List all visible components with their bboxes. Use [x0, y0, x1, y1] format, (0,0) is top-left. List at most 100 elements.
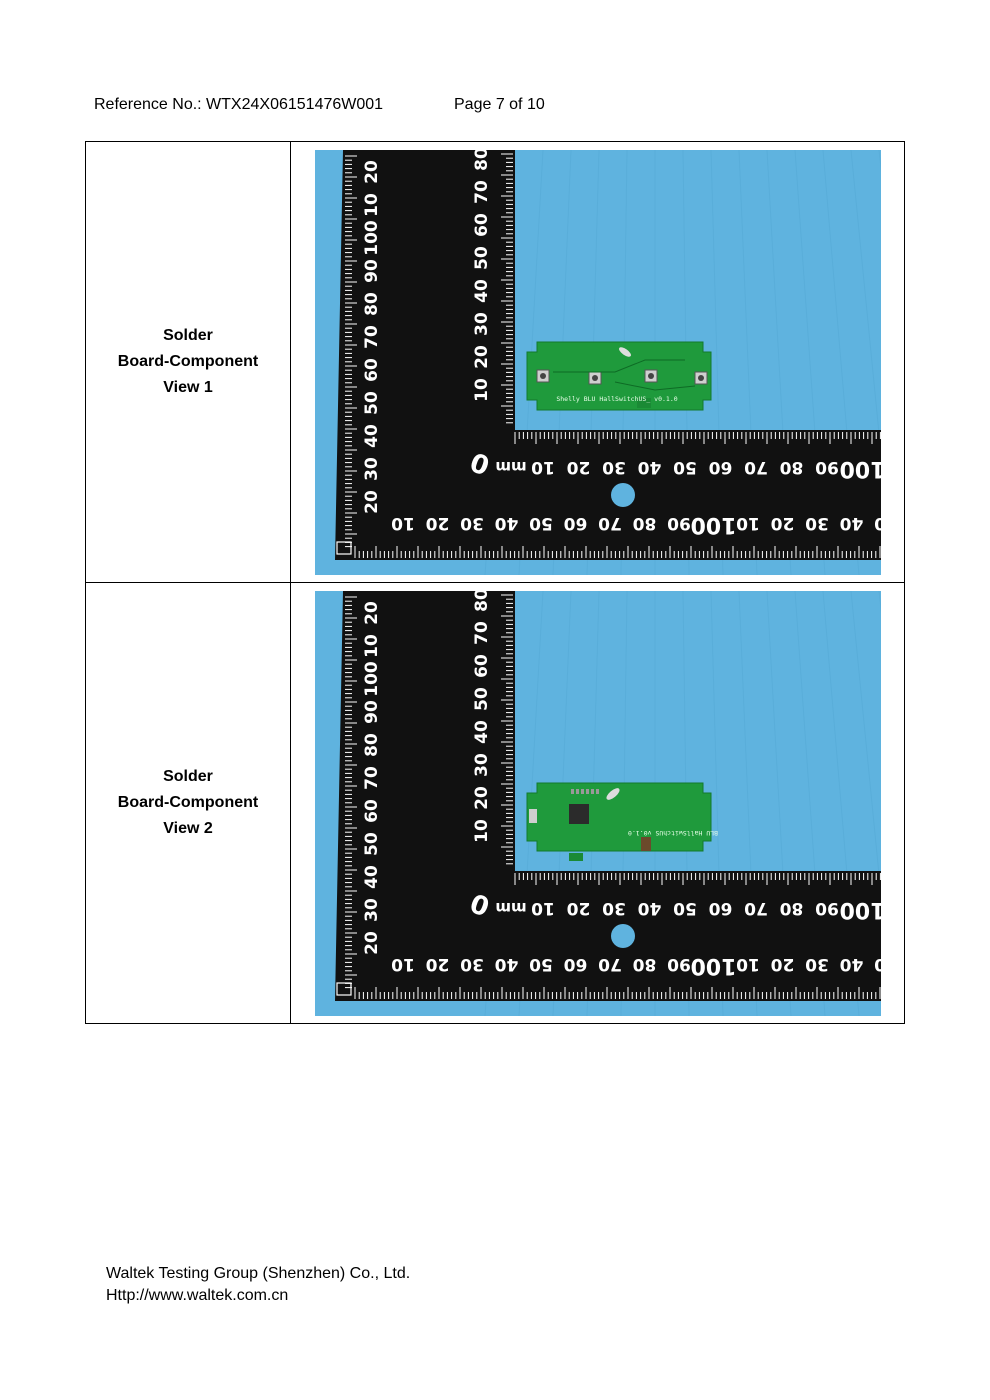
cloth-texture-line: [850, 149, 881, 459]
ruler-number: 10: [362, 634, 382, 658]
ruler-number: 30: [362, 457, 382, 481]
ruler-number: 100: [839, 456, 880, 481]
pcb-connector: [528, 808, 537, 823]
crystal-component: [618, 346, 631, 357]
photo-label-line: Solder: [163, 768, 213, 785]
ruler-number: 80: [472, 150, 492, 171]
ruler-number: 60: [472, 654, 492, 678]
ruler-corner-mark: [335, 540, 352, 555]
ruler-number: 100: [362, 661, 382, 697]
ruler-number: 60: [708, 898, 732, 918]
ruler-hole: [610, 923, 635, 948]
photo-label-line: View 1: [163, 379, 213, 396]
ruler-number: 60: [708, 457, 732, 477]
ruler-number: 40: [362, 424, 382, 448]
ruler-body: [334, 149, 881, 560]
ruler-corner-mark: [335, 981, 352, 996]
photo-table: Solder Board-Component View 1 20 30 40 50 60…: [85, 141, 905, 1024]
pcb-antenna-pad: [568, 852, 583, 861]
ruler-number: 20: [770, 513, 794, 533]
ruler-number: 80: [779, 457, 803, 477]
ruler-number: 70: [472, 180, 492, 204]
ruler-number: 70: [744, 457, 768, 477]
ruler-number: 80: [362, 733, 382, 757]
switch-button: [647, 372, 654, 379]
ruler-number: 40: [494, 513, 518, 533]
ruler-body: [334, 590, 881, 1001]
ruler-number: 30: [602, 898, 626, 918]
ruler-number: 10: [472, 378, 492, 402]
ruler-number: 100: [690, 512, 736, 537]
ruler-number: 50: [529, 513, 553, 533]
ruler-number: 20: [770, 954, 794, 974]
ruler-number: 80: [779, 898, 803, 918]
pcb-silkscreen-text: Shelly BLU HallSwitchUS_ v0.1.0: [556, 395, 677, 403]
ruler-number: 100: [839, 897, 880, 922]
ruler-number: 30: [805, 513, 829, 533]
ruler-number: 30: [362, 898, 382, 922]
ruler-number: 50: [362, 832, 382, 856]
ruler-number: 70: [472, 621, 492, 645]
pcb-trace: [614, 381, 695, 391]
company-url: Http://www.waltek.com.cn: [106, 1287, 289, 1304]
pcb-outline: [526, 341, 711, 410]
ruler-number: 20: [425, 513, 449, 533]
smd-component: [570, 788, 574, 794]
ruler-number: 80: [472, 591, 492, 612]
smd-component: [590, 788, 594, 794]
reference-number: Reference No.: WTX24X06151476W001: [94, 96, 384, 113]
ruler-hole: [610, 482, 635, 507]
ruler-number: 20: [362, 160, 382, 184]
ruler-number: 90: [667, 513, 691, 533]
company-name: Waltek Testing Group (Shenzhen) Co., Ltd…: [106, 1265, 411, 1282]
smd-component: [585, 788, 589, 794]
ruler-number: 30: [472, 753, 492, 777]
ruler-number: 20: [362, 601, 382, 625]
ruler-number: 10: [531, 898, 555, 918]
ruler-number: 50: [529, 954, 553, 974]
ruler-number: 50: [673, 457, 697, 477]
ruler-number: 40: [637, 457, 661, 477]
pcb-board: Shelly BLU HallSwitchUS_ v0.1.0: [526, 341, 711, 410]
pcb-trace: [552, 359, 685, 372]
ruler-number: 90: [667, 954, 691, 974]
ruler-number: 70: [362, 325, 382, 349]
ruler-unit-label: mm: [495, 458, 526, 476]
ruler-number: 100: [362, 220, 382, 256]
photo-label-cell: Solder Board-Component View 1: [85, 141, 291, 583]
ruler-number: 50: [472, 687, 492, 711]
switch-button: [591, 374, 598, 381]
ruler-number: 60: [472, 213, 492, 237]
ruler-number: 50: [874, 513, 881, 533]
ruler-number: 30: [805, 954, 829, 974]
ruler-number: 30: [460, 954, 484, 974]
pcb-outline: [526, 782, 711, 851]
smd-component: [580, 788, 584, 794]
ruler-number: 10: [472, 819, 492, 843]
capacitor-component: [640, 836, 651, 851]
photo-label-line: Board-Component: [117, 353, 259, 370]
ruler-number: 90: [815, 898, 839, 918]
photo-label-line: Solder: [163, 327, 213, 344]
pcb-photo-view-1: 2030405060708090100102010203040506070800…: [314, 149, 881, 575]
page-footer: Waltek Testing Group (Shenzhen) Co., Ltd…: [106, 1263, 410, 1307]
pcb-antenna-pad: [636, 397, 651, 408]
ruler-number: 30: [460, 513, 484, 533]
ruler-number: 20: [472, 786, 492, 810]
table-row: Solder Board-Component View 1 20 30 40 50 60…: [85, 141, 905, 583]
ruler-number: 50: [874, 954, 881, 974]
ruler-number: 80: [632, 954, 656, 974]
ruler-number: 30: [472, 312, 492, 336]
smd-component: [575, 788, 579, 794]
ruler-number: 20: [362, 931, 382, 955]
ruler-number: 70: [362, 766, 382, 790]
pcb-board: BLU HallSwitchUS v0.1.0: [526, 782, 718, 861]
photo-label-cell: Solder Board-Component View 2: [85, 582, 291, 1024]
ruler-number: 80: [632, 513, 656, 533]
ruler-number: 100: [690, 953, 736, 978]
ruler-number: 10: [362, 193, 382, 217]
smd-component: [595, 788, 599, 794]
